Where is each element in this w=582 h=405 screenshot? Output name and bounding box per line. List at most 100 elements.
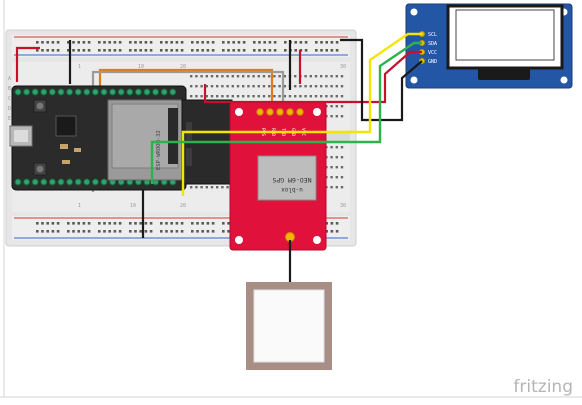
oled-mount-hole <box>410 8 418 16</box>
rail-hole <box>330 230 334 233</box>
breadboard-row-letter: B <box>8 86 11 92</box>
breadboard-col-number: 20 <box>180 203 186 209</box>
rail-hole <box>175 230 179 233</box>
terminal-hole <box>314 85 318 88</box>
rail-hole <box>242 49 246 52</box>
esp32-header-pin <box>23 178 31 186</box>
terminal-hole <box>226 95 229 98</box>
terminal-hole <box>216 186 219 189</box>
reset-button-cap <box>36 165 44 173</box>
rail-hole <box>222 49 225 52</box>
rail-hole <box>325 222 328 225</box>
terminal-hole <box>340 166 344 169</box>
rail-hole <box>160 41 163 44</box>
rail-hole <box>36 49 39 52</box>
rail-hole <box>170 41 173 44</box>
terminal-hole <box>283 85 286 88</box>
esp32-header-pin <box>57 178 65 186</box>
rail-hole <box>36 41 39 44</box>
boot-button-cap <box>36 102 44 110</box>
terminal-hole <box>195 85 198 88</box>
rail-hole <box>330 49 334 52</box>
rail-hole <box>98 49 101 52</box>
rail-hole <box>87 222 91 225</box>
rail-hole <box>258 41 261 44</box>
rail-hole <box>227 41 230 44</box>
rail-hole <box>108 41 111 44</box>
terminal-hole <box>226 186 229 189</box>
terminal-hole <box>242 75 245 78</box>
rail-hole <box>56 49 60 52</box>
terminal-hole <box>325 95 328 98</box>
terminal-hole <box>330 176 333 179</box>
rail-hole <box>273 49 277 52</box>
usb-uart-chip <box>55 115 77 137</box>
smd-component <box>62 160 70 164</box>
rail-hole <box>232 41 235 44</box>
gps-module: PPS RXD TXD GND VCC NEO-6M GPS u-blox <box>229 101 327 251</box>
rail-hole <box>134 222 137 225</box>
rail-hole <box>237 41 241 44</box>
breadboard-col-number: 10 <box>130 203 136 209</box>
esp32-header-pin <box>160 88 168 96</box>
breadboard-row-letter: A <box>8 76 11 82</box>
terminal-hole <box>247 75 250 78</box>
rail-hole <box>315 41 318 44</box>
rail-hole <box>87 41 91 44</box>
rail-hole <box>222 222 225 225</box>
rail-hole <box>268 49 272 52</box>
breadboard-row-letter: D <box>8 106 11 112</box>
terminal-hole <box>325 85 328 88</box>
breadboard-col-number: 30 <box>340 64 346 70</box>
terminal-hole <box>278 85 281 88</box>
terminal-hole <box>210 85 214 88</box>
terminal-hole <box>294 95 297 98</box>
esp32-header-pin <box>31 178 39 186</box>
rail-hole <box>273 41 277 44</box>
rail-hole <box>108 222 111 225</box>
terminal-hole <box>335 186 338 189</box>
rail-hole <box>304 49 308 52</box>
rail-hole <box>201 222 204 225</box>
esp32-header-pin <box>74 178 82 186</box>
esp32-header-pin <box>109 88 117 96</box>
rail-hole <box>72 222 75 225</box>
rail-hole <box>315 49 318 52</box>
rail-hole <box>51 222 55 225</box>
rail-hole <box>41 222 44 225</box>
rail-hole <box>294 49 297 52</box>
usb-port <box>14 130 28 142</box>
gps-mount-hole <box>235 108 243 116</box>
terminal-hole <box>226 75 229 78</box>
rail-hole <box>67 230 70 233</box>
terminal-hole <box>231 75 234 78</box>
rail-hole <box>129 41 132 44</box>
rail-hole <box>206 222 210 225</box>
rail-hole <box>87 230 91 233</box>
rail-hole <box>103 222 106 225</box>
rail-hole <box>118 230 122 233</box>
terminal-hole <box>221 75 224 78</box>
esp32-header-pin <box>143 88 151 96</box>
terminal-hole <box>216 75 219 78</box>
terminal-hole <box>268 85 271 88</box>
rail-hole <box>56 230 60 233</box>
rail-hole <box>113 230 117 233</box>
patch-antenna <box>246 282 332 370</box>
rail-hole <box>72 230 75 233</box>
rail-hole <box>191 230 194 233</box>
terminal-hole <box>236 85 240 88</box>
gps-pin <box>286 108 294 116</box>
terminal-hole <box>335 105 338 108</box>
rail-hole <box>149 230 153 233</box>
rail-hole <box>284 41 287 44</box>
gps-pin <box>256 108 264 116</box>
rail-hole <box>160 230 163 233</box>
rail-hole <box>46 222 49 225</box>
terminal-hole <box>252 75 255 78</box>
rail-hole <box>67 49 70 52</box>
terminal-hole <box>231 95 234 98</box>
esp32-header-pin <box>48 178 56 186</box>
esp32-header-pin <box>100 88 108 96</box>
terminal-hole <box>190 75 193 78</box>
